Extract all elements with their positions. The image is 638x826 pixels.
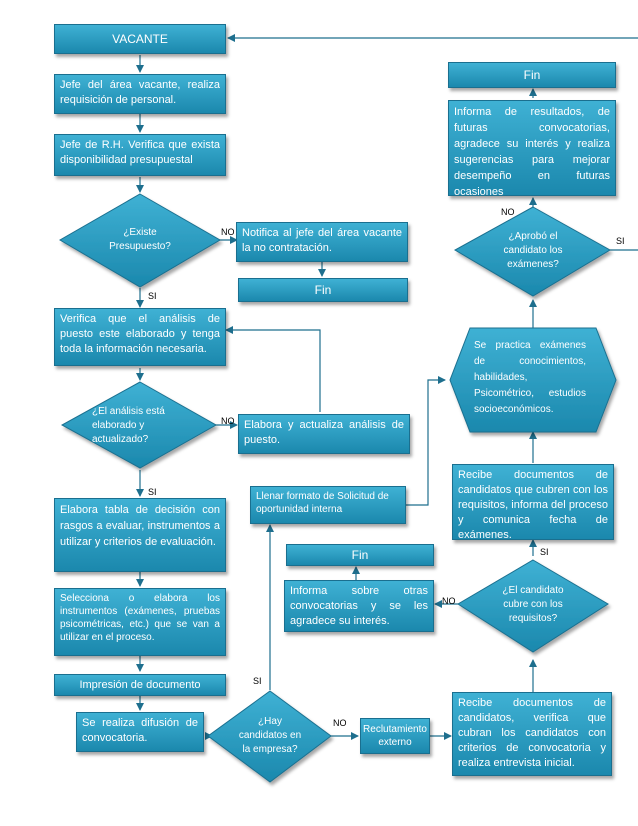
connector — [406, 376, 446, 506]
difusion-box: Se realiza difusión de convocatoria. — [76, 712, 204, 752]
verifica-analisis-box: Verifica que el análisis de puesto este … — [54, 308, 226, 366]
label-si-hay: SI — [253, 676, 262, 686]
impresion-box: Impresión de documento — [54, 674, 226, 696]
elabora-tabla-box: Elabora tabla de decisión con rasgos a e… — [54, 498, 226, 572]
label-si-cubre: SI — [540, 547, 549, 557]
fin-box-1: Fin — [238, 278, 408, 302]
notifica-no-contratacion-box: Notifica al jefe del área vacante la no … — [236, 222, 408, 262]
connector — [225, 326, 321, 412]
label-si-presupuesto: SI — [148, 291, 157, 301]
existe-presupuesto-text: ¿Existe Presupuesto? — [109, 227, 171, 252]
informa-otras-box: Informa sobre otras convocatorias y se l… — [284, 580, 434, 632]
hay-candidatos-text: ¿Hay candidatos en la empresa? — [238, 716, 302, 755]
vacante-box: VACANTE — [54, 24, 226, 54]
reclutamiento-externo-box: Reclutamiento externo — [360, 718, 430, 754]
decision-diamond — [59, 193, 221, 288]
elabora-actualiza-box: Elabora y actualiza análisis de puesto. — [238, 414, 410, 454]
fin-box-2: Fin — [286, 544, 434, 566]
jefe-rh-box: Jefe de R.H. Verifica que exista disponi… — [54, 134, 226, 176]
label-si-aprobo: SI — [616, 236, 625, 246]
label-no-analisis: NO — [221, 416, 235, 426]
informa-resultados-box: Informa de resultados, de futuras convoc… — [448, 100, 616, 198]
process-hexagon — [449, 327, 617, 433]
jefe-requisicion-box: Jefe del área vacante, realiza requisici… — [54, 74, 226, 114]
decision-diamond — [457, 559, 609, 653]
llenar-formato-box: Llenar formato de Solicitud de oportunid… — [250, 486, 406, 524]
decision-diamond — [453, 206, 611, 297]
aprobo-examenes-text: ¿Aprobó el candidato los exámenes? — [503, 231, 563, 270]
fin-box-3: Fin — [448, 62, 616, 88]
label-no-aprobo: NO — [501, 207, 515, 217]
cubre-requisitos-text: ¿El candidato cubre con los requisitos? — [502, 585, 564, 624]
recibe-fecha-box: Recibe documentos de candidatos que cubr… — [452, 464, 614, 541]
selecciona-pruebas-box: Selecciona o elabora los instrumentos (e… — [54, 588, 226, 656]
label-si-analisis: SI — [148, 487, 157, 497]
practica-examenes-text: Se practica exámenes de conocimientos, h… — [474, 340, 586, 415]
label-no-hay: NO — [333, 718, 347, 728]
label-no-presupuesto: NO — [221, 227, 235, 237]
recibe-entrevista-box: Recibe documentos de candidatos, verific… — [452, 692, 612, 776]
label-no-cubre: NO — [442, 596, 456, 606]
decision-diamond — [207, 690, 332, 783]
decision-diamond — [60, 381, 218, 469]
analisis-elaborado-text: ¿El análisis está elaborado y actualizad… — [92, 406, 165, 445]
